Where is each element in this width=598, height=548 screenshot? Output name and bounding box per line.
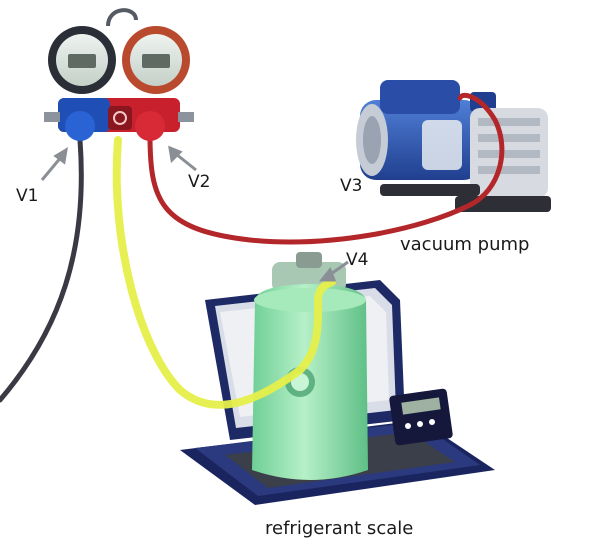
label-vacuum-pump: vacuum pump	[400, 234, 530, 255]
refrigerant-cylinder-icon	[252, 252, 368, 480]
vacuum-pump-icon	[356, 80, 551, 212]
label-v2: V2	[188, 172, 211, 192]
manifold-gauge-icon	[44, 8, 194, 141]
dark-hose	[0, 137, 84, 403]
yellow-hose	[112, 136, 336, 409]
red-hose	[147, 92, 505, 245]
label-refrigerant-scale: refrigerant scale	[265, 518, 414, 539]
label-v4: V4	[346, 250, 369, 270]
label-v1: V1	[16, 186, 39, 206]
label-v3: V3	[340, 176, 363, 196]
